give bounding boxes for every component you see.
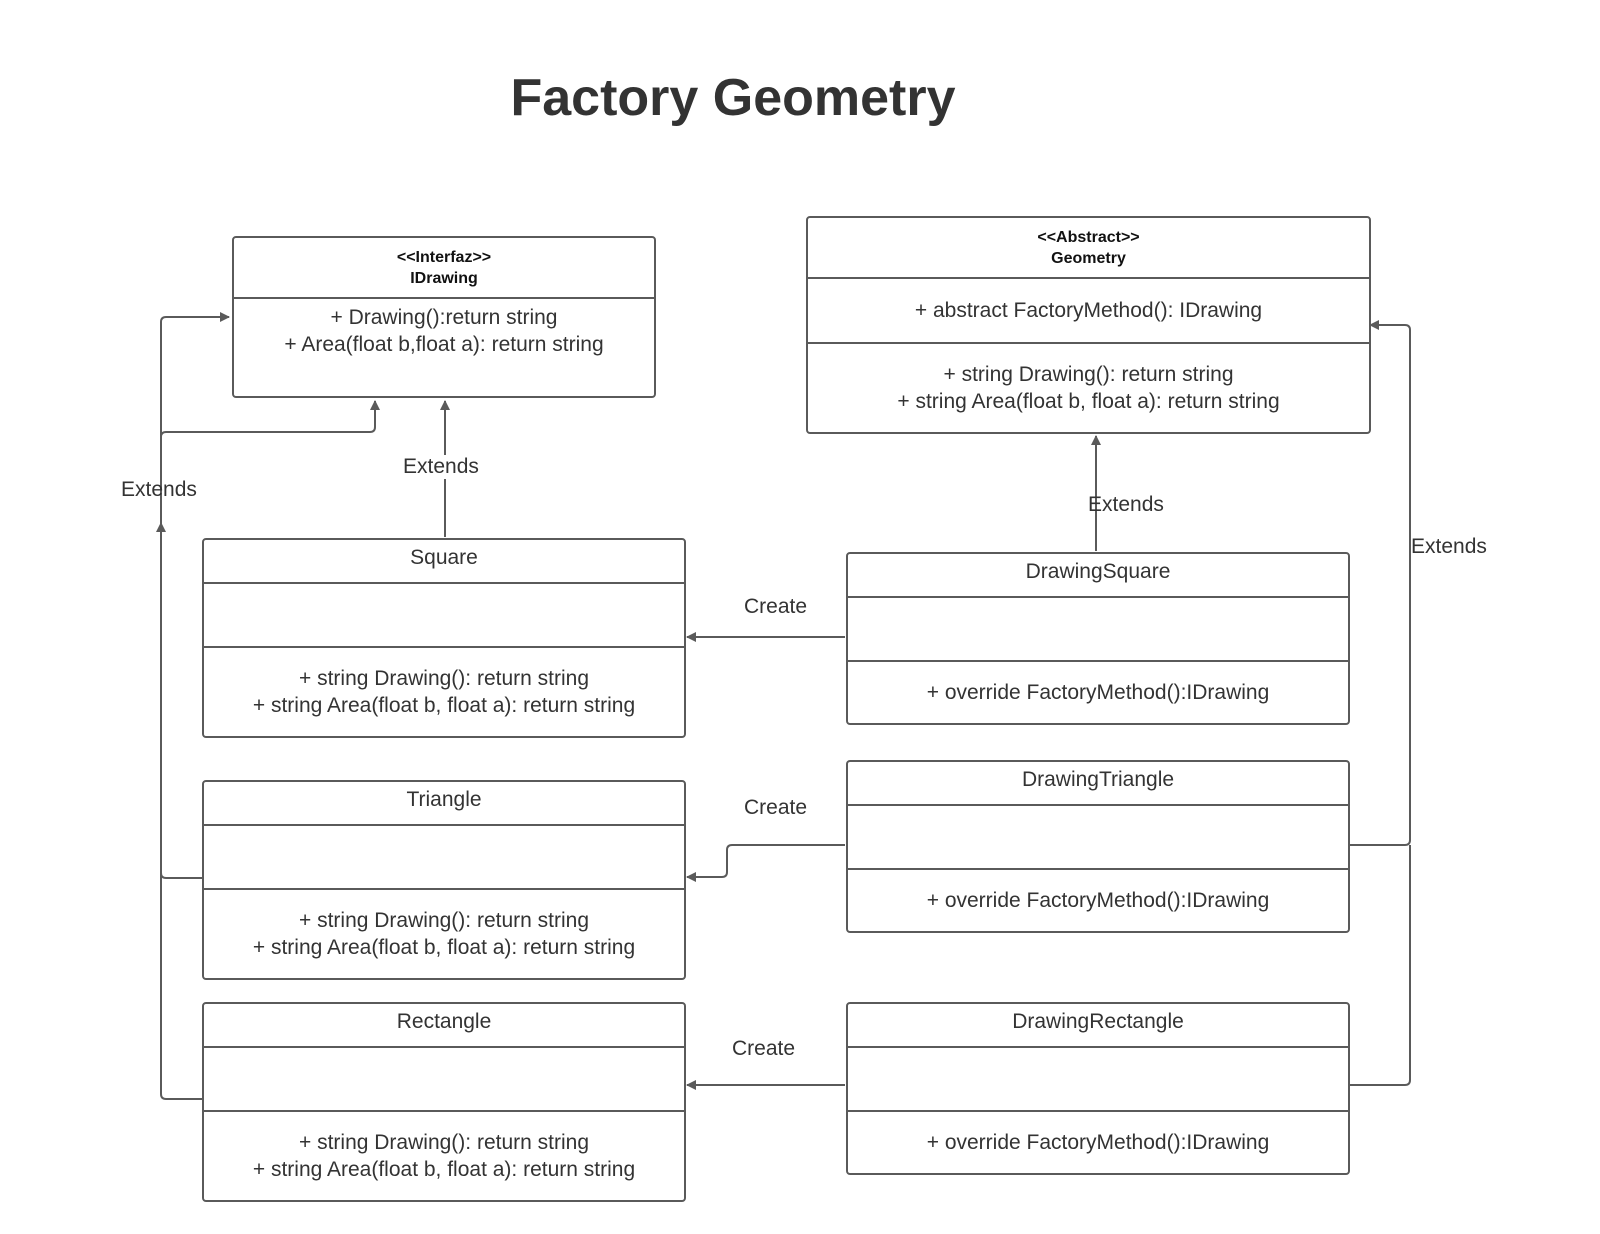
- method: + string Drawing(): return string: [298, 1131, 589, 1154]
- method: + string Drawing(): return string: [298, 909, 589, 932]
- class-drawing-rectangle-methods: + override FactoryMethod():IDrawing: [848, 1112, 1348, 1173]
- class-triangle-attributes: [204, 826, 684, 890]
- class-triangle[interactable]: Triangle + string Drawing(): return stri…: [202, 780, 686, 980]
- method: + string Drawing(): return string: [298, 667, 589, 690]
- label-square-extends: Extends: [403, 455, 479, 479]
- class-geometry-attributes: + abstract FactoryMethod(): IDrawing: [808, 279, 1369, 344]
- method: + string Area(float b, float a): return …: [897, 390, 1280, 413]
- class-geometry[interactable]: <<Abstract>> Geometry + abstract Factory…: [806, 216, 1371, 434]
- class-drawing-square-header: DrawingSquare: [848, 554, 1348, 598]
- edge-left-extends-idrawing: [160, 312, 230, 437]
- method: + string Drawing(): return string: [943, 363, 1234, 386]
- class-triangle-name: Triangle: [406, 788, 482, 811]
- class-drawing-triangle-name: DrawingTriangle: [1021, 768, 1175, 791]
- class-drawing-square-name: DrawingSquare: [1025, 560, 1171, 583]
- class-drawing-square[interactable]: DrawingSquare + override FactoryMethod()…: [846, 552, 1350, 725]
- class-rectangle-name: Rectangle: [396, 1010, 492, 1033]
- edge-drawingtriangle-extends-geometry: [1348, 320, 1411, 846]
- class-square-methods: + string Drawing(): return string + stri…: [204, 648, 684, 736]
- diagram-title: Factory Geometry: [510, 69, 956, 127]
- attribute: + abstract FactoryMethod(): IDrawing: [914, 299, 1263, 322]
- edge-triangle-extends-idrawing: [160, 400, 380, 879]
- class-square[interactable]: Square + string Drawing(): return string…: [202, 538, 686, 738]
- class-idrawing-header: <<Interfaz>> IDrawing: [234, 238, 654, 299]
- method: + override FactoryMethod():IDrawing: [926, 681, 1270, 704]
- class-drawing-rectangle-attributes: [848, 1048, 1348, 1112]
- class-drawing-triangle[interactable]: DrawingTriangle + override FactoryMethod…: [846, 760, 1350, 933]
- label-left-extends: Extends: [121, 478, 197, 501]
- class-geometry-name: Geometry: [1051, 249, 1126, 267]
- class-triangle-methods: + string Drawing(): return string + stri…: [204, 890, 684, 978]
- class-idrawing-methods: + Drawing():return string + Area(float b…: [234, 299, 654, 396]
- class-drawing-triangle-attributes: [848, 806, 1348, 870]
- label-create-rectangle: Create: [732, 1037, 796, 1060]
- class-drawing-rectangle-name: DrawingRectangle: [1012, 1010, 1184, 1033]
- class-geometry-header: <<Abstract>> Geometry: [808, 218, 1369, 279]
- label-create-triangle: Create: [744, 796, 808, 819]
- class-geometry-methods: + string Drawing(): return string + stri…: [808, 344, 1369, 432]
- class-rectangle-attributes: [204, 1048, 684, 1112]
- method: + override FactoryMethod():IDrawing: [926, 1131, 1270, 1154]
- edge-rectangle-extends-idrawing: [156, 522, 203, 1100]
- class-geometry-stereotype: <<Abstract>>: [1037, 228, 1140, 246]
- class-drawing-square-methods: + override FactoryMethod():IDrawing: [848, 662, 1348, 723]
- label-drawingsquare-extends: Extends: [1088, 493, 1164, 516]
- class-drawing-rectangle-header: DrawingRectangle: [848, 1004, 1348, 1048]
- label-right-extends: Extends: [1411, 535, 1487, 558]
- method: + string Area(float b, float a): return …: [252, 1158, 636, 1181]
- class-idrawing-name: IDrawing: [410, 269, 478, 287]
- class-square-header: Square: [204, 540, 684, 584]
- method: + string Area(float b, float a): return …: [252, 694, 636, 717]
- class-rectangle-methods: + string Drawing(): return string + stri…: [204, 1112, 684, 1200]
- class-square-name: Square: [410, 546, 478, 569]
- class-idrawing-stereotype: <<Interfaz>>: [396, 248, 492, 266]
- method: + override FactoryMethod():IDrawing: [926, 889, 1270, 912]
- edge-drawingrectangle-extends-geometry: [1348, 845, 1411, 1086]
- class-drawing-rectangle[interactable]: DrawingRectangle + override FactoryMetho…: [846, 1002, 1350, 1175]
- class-square-attributes: [204, 584, 684, 648]
- class-rectangle-header: Rectangle: [204, 1004, 684, 1048]
- method: + Drawing():return string: [330, 306, 558, 329]
- class-drawing-square-attributes: [848, 598, 1348, 662]
- class-triangle-header: Triangle: [204, 782, 684, 826]
- class-idrawing[interactable]: <<Interfaz>> IDrawing + Drawing():return…: [232, 236, 656, 398]
- method: + Area(float b,float a): return string: [284, 333, 604, 356]
- class-drawing-triangle-methods: + override FactoryMethod():IDrawing: [848, 870, 1348, 931]
- class-drawing-triangle-header: DrawingTriangle: [848, 762, 1348, 806]
- edge-create-triangle: [686, 844, 845, 882]
- label-create-square: Create: [744, 595, 808, 618]
- method: + string Area(float b, float a): return …: [252, 936, 636, 959]
- class-rectangle[interactable]: Rectangle + string Drawing(): return str…: [202, 1002, 686, 1202]
